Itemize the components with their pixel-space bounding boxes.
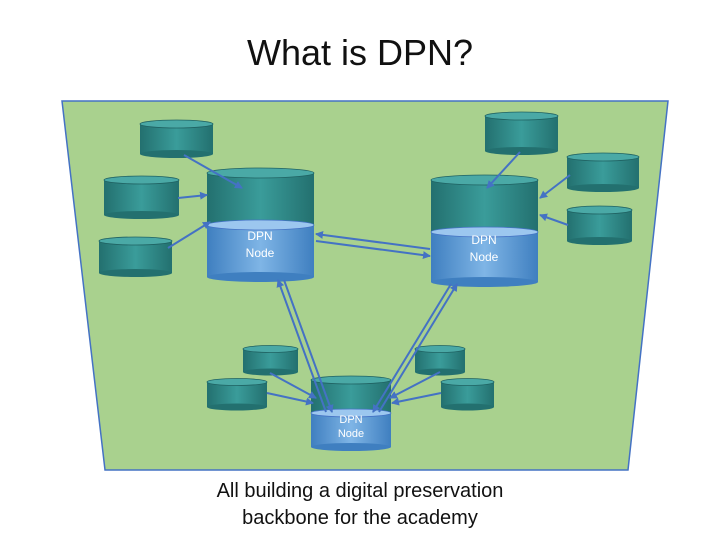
repository-cylinder [414,345,466,376]
dpn-node-left-label: DPN Node [230,228,290,262]
node-label-line: DPN [471,233,497,247]
arrow [391,392,442,406]
arrow [539,213,569,226]
repository-cylinder [139,119,214,158]
node-label-line: Node [245,246,275,260]
caption-line: backbone for the academy [242,507,478,529]
repository-cylinder [566,205,633,245]
arrow [177,191,208,200]
dpn-node-left [206,167,315,282]
arrow [389,371,441,399]
replication-link [276,279,327,413]
repository-cylinder [103,175,180,219]
dpn-node-bottom-label: DPN Node [326,413,376,441]
repository-cylinder [98,236,173,277]
node-label-line: DPN [339,414,363,426]
dpn-node-right [430,174,539,287]
slide-title: What is DPN? [246,32,474,73]
replication-link [372,283,452,413]
dpn-node-right-label: DPN Node [454,232,514,266]
replication-link [283,279,334,413]
repository-cylinder [206,378,268,411]
replication-link [315,230,431,250]
arrow [269,372,317,399]
node-label-line: Node [337,428,365,440]
arrow [539,174,571,199]
arrow [183,154,243,189]
replication-link [378,283,458,413]
repository-cylinder [440,378,495,411]
node-label-line: DPN [247,229,273,243]
node-label-line: Node [469,250,499,264]
replication-link [315,240,431,260]
slide-caption: All building a digital preservation back… [160,478,560,532]
arrow [486,151,521,189]
repository-cylinder [484,111,559,155]
arrow [266,392,314,406]
arrow [167,221,211,249]
repository-cylinder [242,345,299,376]
repository-cylinder [566,152,640,192]
caption-line: All building a digital preservation [216,480,504,502]
